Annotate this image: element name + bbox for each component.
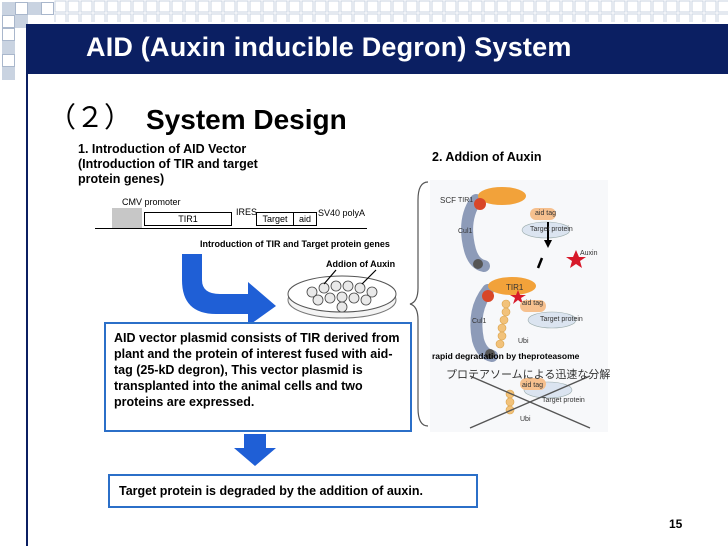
target-protein-label-1: Target protein	[530, 226, 573, 233]
arrow-label: Introduction of TIR and Target protein g…	[200, 239, 390, 249]
rapid-degradation-label: rapid degradation by theproteasome	[432, 351, 580, 361]
left-rail	[26, 74, 28, 546]
aid-tag-label-2: aid tag	[522, 300, 544, 307]
mechanism-illustration	[430, 180, 608, 432]
section-number: （２）	[48, 101, 133, 134]
step1-label: 1. Introduction of AID Vector (Introduct…	[78, 142, 258, 186]
target-protein-label-3: Target protein	[542, 397, 585, 404]
down-arrow	[234, 434, 276, 466]
cul1-label-2: Cul1	[472, 318, 487, 325]
polya-label: SV40 polyA	[318, 208, 366, 218]
result-text: Target protein is degraded by the additi…	[119, 484, 423, 498]
aid-tag-label-3: aid tag	[522, 382, 544, 389]
page-number: 15	[669, 517, 683, 531]
aid-gene: aid	[293, 212, 317, 226]
auxin-label: Auxin	[580, 250, 598, 257]
bracket	[409, 181, 429, 427]
scf-tir1-label: TIR1	[458, 197, 474, 204]
culture-dish	[287, 269, 397, 319]
ires-label: IRES	[236, 207, 258, 217]
target-gene: Target	[256, 212, 294, 226]
vector-backbone	[95, 228, 367, 229]
title-band	[26, 24, 728, 74]
section-title: System Design	[146, 104, 347, 135]
introduction-arrow	[182, 254, 276, 326]
japanese-caption: プロテアソームによる迅速な分解	[446, 368, 611, 381]
aid-tag-label-1: aid tag	[535, 210, 557, 217]
ubi-label-1: Ubi	[518, 338, 529, 345]
slide-title: AID (Auxin inducible Degron) System	[86, 32, 572, 62]
dish-label: Addion of Auxin	[326, 259, 396, 269]
cmv-promoter-block	[112, 208, 142, 228]
tir1-gene: TIR1	[144, 212, 232, 226]
ubi-label-2: Ubi	[520, 416, 531, 423]
tir1-label: TIR1	[506, 283, 524, 292]
cul1-label-1: Cul1	[458, 228, 473, 235]
scf-label: SCF	[440, 196, 456, 205]
cmv-promoter-label: CMV promoter	[122, 197, 181, 207]
step2-label: 2. Addion of Auxin	[432, 150, 542, 164]
result-box: Target protein is degraded by the additi…	[108, 474, 478, 508]
description-text: AID vector plasmid consists of TIR deriv…	[114, 331, 400, 409]
target-protein-label-2: Target protein	[540, 316, 583, 323]
description-box: AID vector plasmid consists of TIR deriv…	[104, 322, 412, 432]
decorative-grid	[54, 0, 728, 22]
